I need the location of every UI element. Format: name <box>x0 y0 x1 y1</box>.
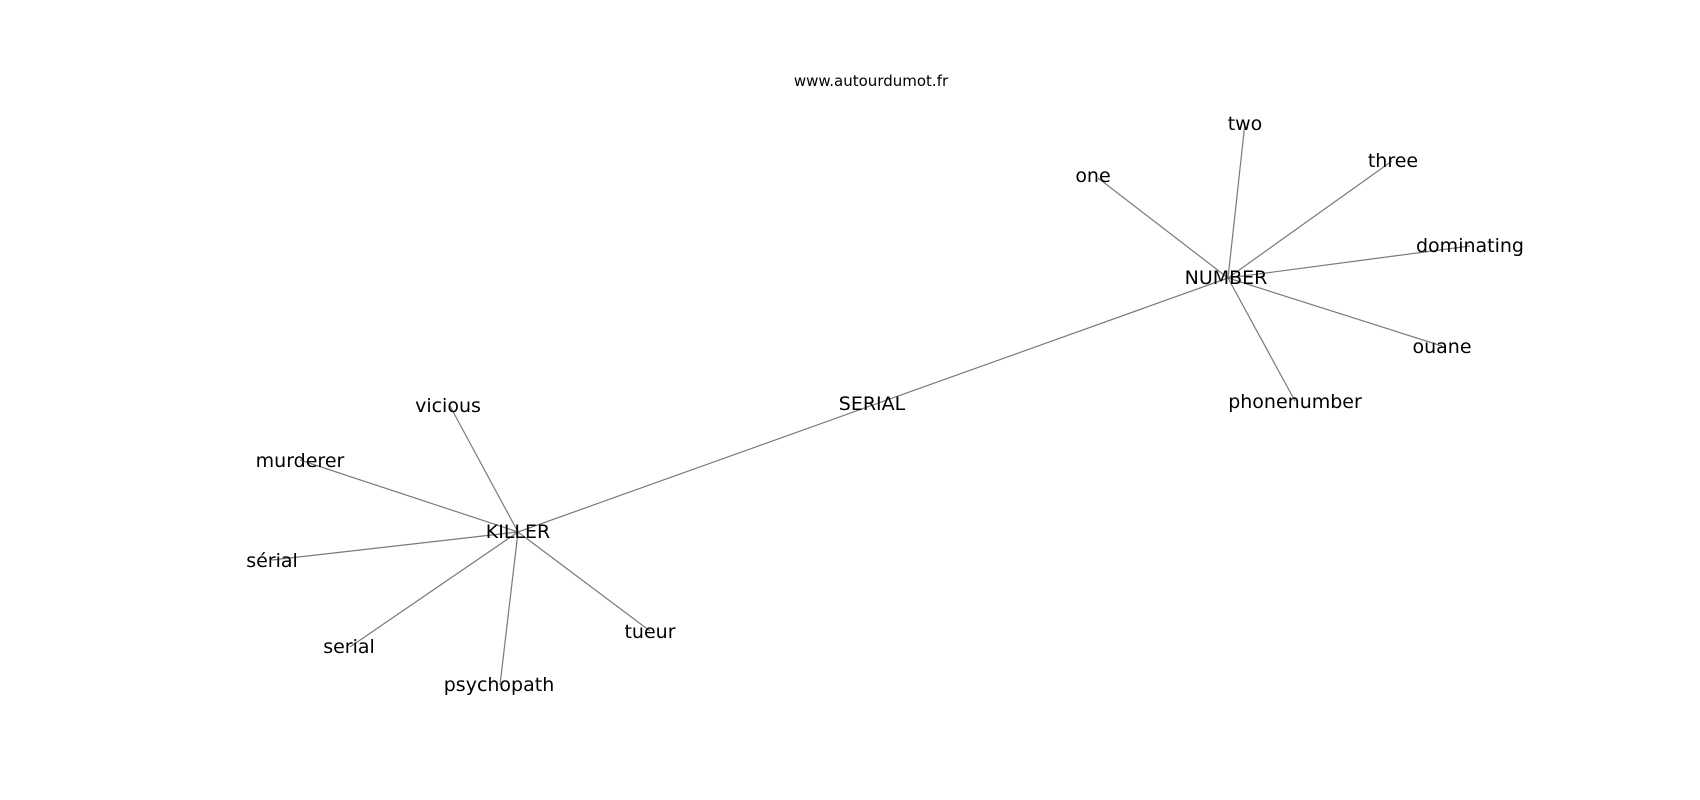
edge-killer-tueur <box>517 531 651 632</box>
node-label-one[interactable]: one <box>1075 165 1110 187</box>
node-label-murderer[interactable]: murderer <box>256 450 345 472</box>
edge-number-dominating <box>1227 245 1471 279</box>
edge-killer-psychopath <box>499 531 519 686</box>
edge-killer-vicious <box>449 405 519 533</box>
edge-number-ouane <box>1227 277 1443 347</box>
edge-killer-number <box>517 277 1229 533</box>
labels-layer: SERIAL NUMBER KILLER one two three dominating o… <box>246 113 1524 696</box>
node-label-phonenumber[interactable]: phonenumber <box>1228 391 1362 413</box>
edge-killer-serial_accent <box>271 531 519 561</box>
edge-number-two <box>1227 122 1246 279</box>
node-label-psychopath[interactable]: psychopath <box>444 674 555 696</box>
node-label-two[interactable]: two <box>1228 113 1263 135</box>
edge-number-one <box>1097 177 1229 279</box>
edge-killer-serial_lower <box>349 531 519 648</box>
node-label-killer[interactable]: KILLER <box>486 521 550 543</box>
edge-number-phonenumber <box>1227 277 1296 402</box>
node-label-serial-accent[interactable]: sérial <box>246 550 298 572</box>
node-label-serial-hub[interactable]: SERIAL <box>839 393 906 415</box>
node-label-number[interactable]: NUMBER <box>1185 267 1268 289</box>
edge-number-three <box>1227 160 1393 279</box>
site-watermark: www.autourdumot.fr <box>793 72 949 90</box>
node-label-three[interactable]: three <box>1368 150 1418 172</box>
edge-killer-murderer <box>299 459 519 533</box>
edges-layer <box>271 122 1471 686</box>
node-label-tueur[interactable]: tueur <box>624 621 675 643</box>
node-label-serial-lower[interactable]: serial <box>323 636 375 658</box>
node-label-vicious[interactable]: vicious <box>415 395 481 417</box>
node-label-dominating[interactable]: dominating <box>1416 235 1524 257</box>
node-label-ouane[interactable]: ouane <box>1412 336 1471 358</box>
